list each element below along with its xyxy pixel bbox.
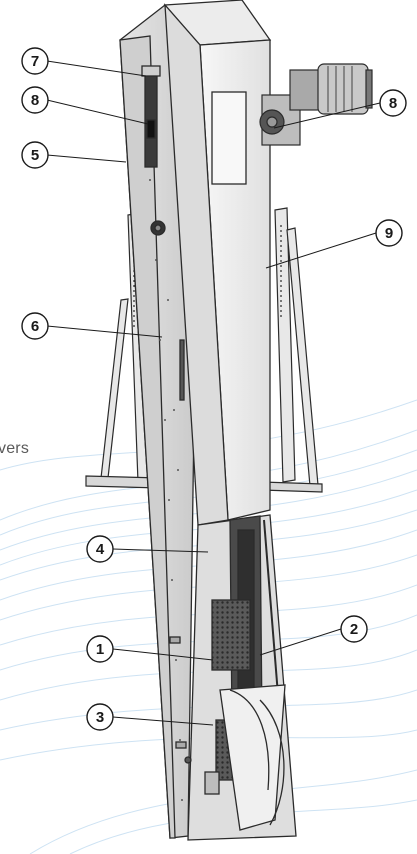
leader-lines [46,60,381,726]
svg-text:8: 8 [389,95,397,112]
callout-5: 5 [21,141,49,169]
callout-1: 1 [86,635,114,663]
cropped-caption-text: vers [0,440,30,457]
svg-text:5: 5 [31,147,39,164]
svg-text:1: 1 [96,641,104,658]
svg-text:7: 7 [31,53,39,70]
callout-9: 9 [375,219,403,247]
callout-6: 6 [21,312,49,340]
callout-7: 7 [21,47,49,75]
motor-assembly [259,63,373,146]
svg-text:2: 2 [350,621,358,638]
svg-text:9: 9 [385,225,393,242]
callout-8-right: 8 [379,89,407,117]
callout-3: 3 [86,703,114,731]
callout-8-left: 8 [21,86,49,114]
svg-text:6: 6 [31,318,39,335]
callout-2: 2 [340,615,368,643]
svg-text:4: 4 [96,541,105,558]
svg-text:3: 3 [96,709,104,726]
front-cover [163,0,272,526]
callout-4: 4 [86,535,114,563]
lower-frame [169,514,297,841]
right-support-stand [261,207,323,493]
svg-text:8: 8 [31,92,39,109]
